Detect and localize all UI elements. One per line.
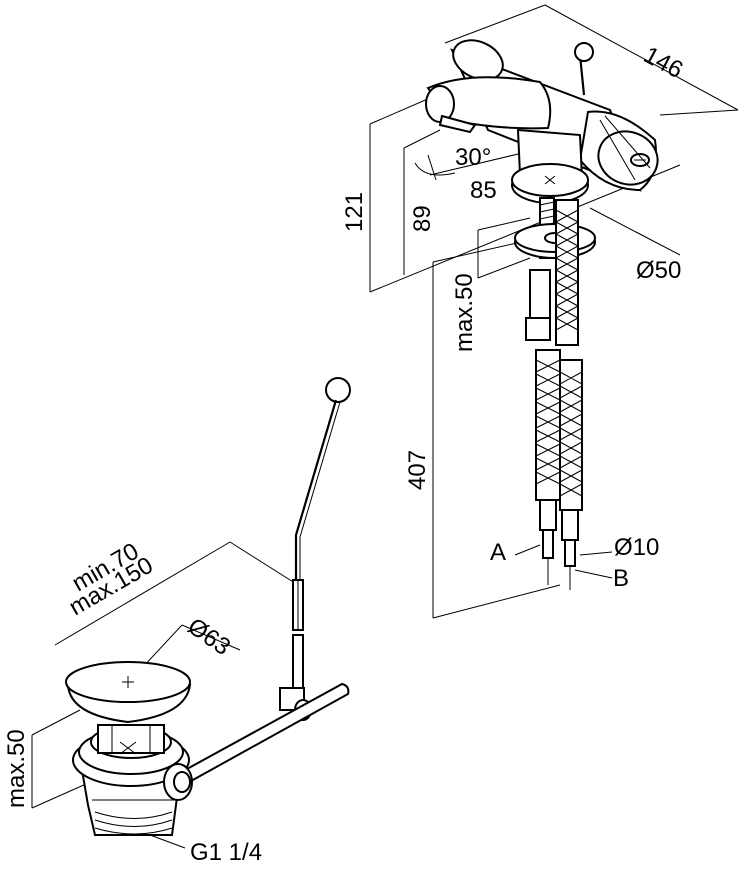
faucet-lever xyxy=(578,54,586,96)
connection-b-label: B xyxy=(613,565,629,592)
drain-body xyxy=(72,724,193,836)
faucet-body xyxy=(450,39,659,192)
drain-plug-cap xyxy=(65,661,192,724)
dimension-max50-bottom-label: max.50 xyxy=(3,729,30,808)
angle-30-label: 30° xyxy=(455,144,491,171)
dimension-121-label: 121 xyxy=(341,192,368,232)
thread-size-label: G1 1/4 xyxy=(190,839,262,866)
drain-assembly: min.70 max.150 Ø63 max.50 G1 1/4 xyxy=(3,377,351,866)
diameter-50-label: Ø50 xyxy=(636,257,681,284)
connection-a-label: A xyxy=(490,539,506,566)
faucet-lever-knob xyxy=(574,42,594,62)
diameter-63-label: Ø63 xyxy=(183,613,236,661)
drain-dimension-lines xyxy=(31,541,299,849)
faucet-spout xyxy=(425,76,552,134)
diameter-10-label: Ø10 xyxy=(614,534,659,561)
dimension-max50-top-label: max.50 xyxy=(451,273,478,352)
drain-linkage-rod xyxy=(174,682,350,788)
dimension-85-label: 85 xyxy=(470,177,497,204)
dimension-407-label: 407 xyxy=(404,450,431,490)
drain-pull-rod xyxy=(279,377,351,721)
faucet-assembly: 146 30° 85 121 89 max.50 Ø50 407 Ø10 A B xyxy=(341,4,739,619)
dimension-146-label: 146 xyxy=(639,41,687,84)
dimension-89-label: 89 xyxy=(409,205,436,232)
faucet-hoses xyxy=(535,199,583,590)
